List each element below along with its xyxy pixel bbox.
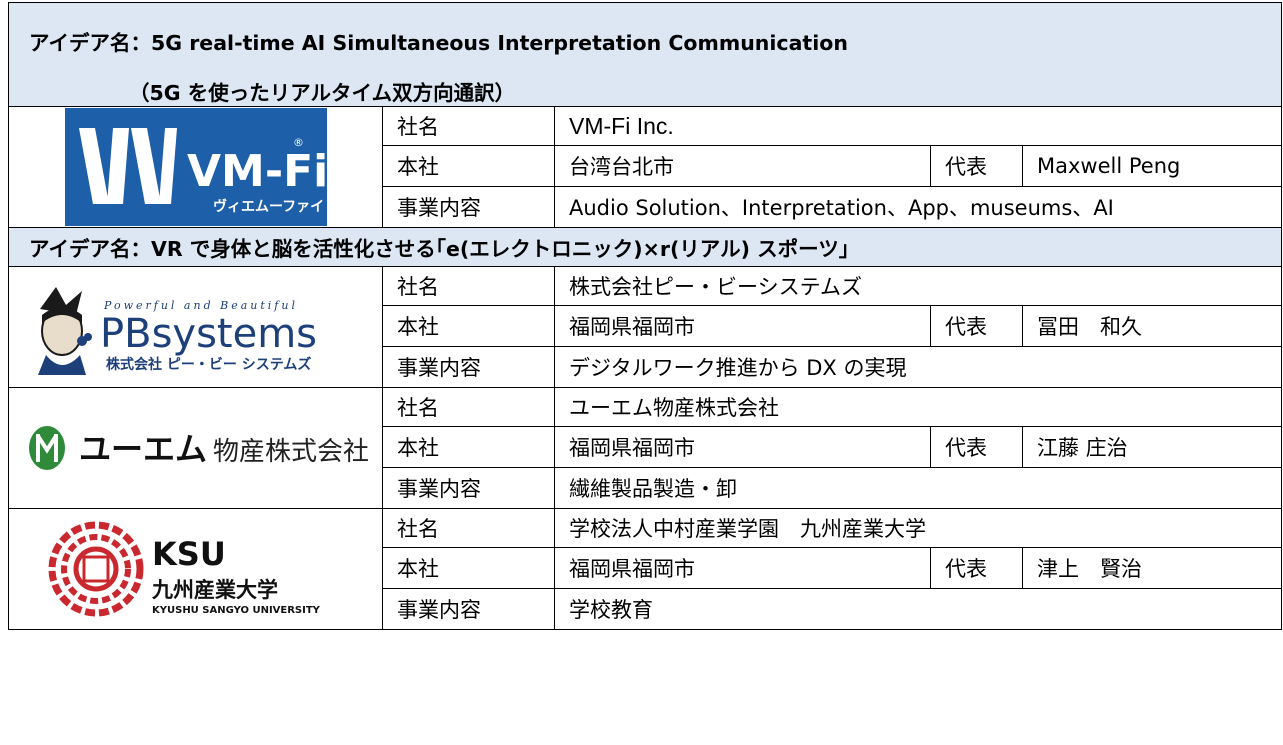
pbsystems-kana: 株式会社 ピー・ビー システムズ xyxy=(106,356,311,373)
ksu-abbr: KSU xyxy=(152,535,226,573)
company-rep: 津上 賢治 xyxy=(1022,547,1282,589)
company-logo-cell: KSU 九州産業大学 KYUSHU SANGYO UNIVERSITY xyxy=(8,508,383,630)
label-hq: 本社 xyxy=(382,305,555,347)
company-row-hq: 本社 福岡県福岡市 代表 江藤 庄治 xyxy=(9,426,1282,468)
company-logo-cell: ユーエム 物産株式会社 xyxy=(8,387,383,509)
company-row-biz: 事業内容 学校教育 xyxy=(9,588,1282,630)
idea-title: アイデア名：VR で身体と脳を活性化させる｢e(エレクトロニック)×r(リアル)… xyxy=(8,227,1282,267)
label-rep: 代表 xyxy=(930,145,1023,187)
label-company-name: 社名 xyxy=(382,508,555,548)
label-biz: 事業内容 xyxy=(382,186,555,228)
label-biz: 事業内容 xyxy=(382,346,555,388)
company-name: 株式会社ピー・ビーシステムズ xyxy=(554,266,1282,306)
um-suffix: 物産株式会社 xyxy=(213,437,369,467)
vmfi-logo-kana: ヴィエムーファイ xyxy=(213,198,324,215)
company-hq: 福岡県福岡市 xyxy=(554,305,931,347)
company-hq: 台湾台北市 xyxy=(554,145,931,187)
company-biz: Audio Solution、Interpretation、App、museum… xyxy=(554,186,1282,228)
company-name: ユーエム物産株式会社 xyxy=(554,387,1282,427)
idea-subtitle: （5G を使ったリアルタイム双方向通訳） xyxy=(129,81,516,105)
company-rep: 江藤 庄治 xyxy=(1022,426,1282,468)
company-hq: 福岡県福岡市 xyxy=(554,547,931,589)
company-name: VM-Fi Inc. xyxy=(554,106,1282,146)
samurai-icon xyxy=(37,287,92,375)
um-leaf-icon xyxy=(28,426,65,470)
um-bussan-logo: ユーエム 物産株式会社 xyxy=(28,426,369,470)
label-company-name: 社名 xyxy=(382,266,555,306)
ksu-name: 九州産業大学 xyxy=(151,578,278,602)
company-row-hq: 本社 福岡県福岡市 代表 冨田 和久 xyxy=(9,305,1282,347)
company-row-name: KSU 九州産業大学 KYUSHU SANGYO UNIVERSITY 社名 学… xyxy=(8,508,1282,630)
company-biz: 繊維製品製造・卸 xyxy=(554,467,1282,509)
pbsystems-logo: Powerful and Beautiful PBsystems 株式会社 ピー… xyxy=(37,287,317,375)
label-hq: 本社 xyxy=(382,547,555,589)
company-row-name: VM-Fi ® ヴィエムーファイ 社名 VM-Fi Inc. xyxy=(8,106,1282,228)
label-hq: 本社 xyxy=(382,426,555,468)
company-biz: デジタルワーク推進から DX の実現 xyxy=(554,346,1282,388)
company-logo-cell: VM-Fi ® ヴィエムーファイ xyxy=(8,106,383,228)
company-row-hq: 本社 台湾台北市 代表 Maxwell Peng xyxy=(9,145,1282,187)
pbsystems-name: PBsystems xyxy=(100,311,317,357)
ksu-name-en: KYUSHU SANGYO UNIVERSITY xyxy=(152,605,321,616)
idea-title: アイデア名：5G real-time AI Simultaneous Inter… xyxy=(29,31,848,55)
company-row-name: ユーエム 物産株式会社 社名 ユーエム物産株式会社 xyxy=(8,387,1282,509)
company-rep: 冨田 和久 xyxy=(1022,305,1282,347)
idea-header: アイデア名：5G real-time AI Simultaneous Inter… xyxy=(8,2,1282,107)
vmfi-logo-name: VM-Fi xyxy=(187,146,327,197)
company-hq: 福岡県福岡市 xyxy=(554,426,931,468)
label-biz: 事業内容 xyxy=(382,467,555,509)
company-biz: 学校教育 xyxy=(554,588,1282,630)
label-biz: 事業内容 xyxy=(382,588,555,630)
label-rep: 代表 xyxy=(930,426,1023,468)
company-logo-cell: Powerful and Beautiful PBsystems 株式会社 ピー… xyxy=(8,266,383,388)
company-row-biz: 事業内容 Audio Solution、Interpretation、App、m… xyxy=(9,186,1282,228)
registered-mark: ® xyxy=(293,136,304,149)
company-row-biz: 事業内容 デジタルワーク推進から DX の実現 xyxy=(9,346,1282,388)
ksu-logo: KSU 九州産業大学 KYUSHU SANGYO UNIVERSITY xyxy=(48,521,321,617)
idea-title-cell: アイデア名：5G real-time AI Simultaneous Inter… xyxy=(8,2,1282,107)
company-row-biz: 事業内容 繊維製品製造・卸 xyxy=(9,467,1282,509)
ksu-emblem-icon xyxy=(48,521,143,617)
label-company-name: 社名 xyxy=(382,387,555,427)
label-rep: 代表 xyxy=(930,547,1023,589)
pbsystems-tagline: Powerful and Beautiful xyxy=(103,299,298,312)
label-rep: 代表 xyxy=(930,305,1023,347)
label-hq: 本社 xyxy=(382,145,555,187)
idea-header: アイデア名：VR で身体と脳を活性化させる｢e(エレクトロニック)×r(リアル)… xyxy=(8,227,1282,267)
um-brand: ユーエム xyxy=(79,430,207,468)
vmfi-logo: VM-Fi ® ヴィエムーファイ xyxy=(64,108,327,226)
company-table: アイデア名：5G real-time AI Simultaneous Inter… xyxy=(8,2,1282,630)
company-row-name: Powerful and Beautiful PBsystems 株式会社 ピー… xyxy=(8,266,1282,388)
company-rep: Maxwell Peng xyxy=(1022,145,1282,187)
company-row-hq: 本社 福岡県福岡市 代表 津上 賢治 xyxy=(9,547,1282,589)
label-company-name: 社名 xyxy=(382,106,555,146)
company-name: 学校法人中村産業学園 九州産業大学 xyxy=(554,508,1282,548)
